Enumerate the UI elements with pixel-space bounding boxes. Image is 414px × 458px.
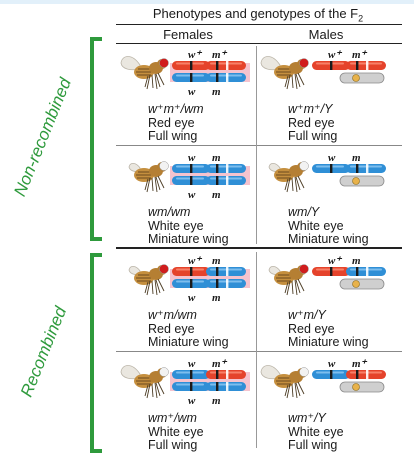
- non-recombined-bracket: [90, 37, 102, 241]
- males-column-header: Males: [308, 27, 344, 42]
- svg-text:w: w: [188, 86, 196, 98]
- eye-phenotype: White eye: [148, 424, 204, 439]
- svg-text:w: w: [328, 152, 336, 164]
- chromosome-diagram: w m w m: [170, 152, 250, 201]
- svg-text:m: m: [352, 152, 361, 164]
- chromosome-diagram: w⁺ m⁺: [312, 49, 386, 84]
- svg-text:w⁺: w⁺: [328, 49, 342, 61]
- fruit-fly-icon: [260, 56, 309, 90]
- fruit-fly-icon: [128, 264, 169, 296]
- column-divider: [256, 46, 257, 244]
- svg-text:m⁺: m⁺: [352, 358, 368, 370]
- svg-text:w: w: [328, 358, 336, 370]
- svg-text:w: w: [188, 395, 196, 407]
- svg-text:w⁺: w⁺: [188, 255, 202, 267]
- genotype-label: wm⁺/Y: [288, 411, 326, 425]
- fruit-fly-icon: [120, 56, 169, 90]
- svg-text:m⁺: m⁺: [212, 49, 228, 61]
- svg-text:w: w: [188, 358, 196, 370]
- wing-phenotype: Miniature wing: [288, 232, 369, 246]
- female-cell-row-1: w⁺ m⁺ w m w⁺m⁺/wm Red eye Full wing: [118, 47, 258, 147]
- svg-text:w: w: [188, 189, 196, 201]
- fruit-fly-icon: [120, 365, 169, 399]
- female-cell-row-2: w m w m wm/wm White eye Miniature wing: [118, 150, 258, 250]
- phenotype-text: w⁺m/wm Red eye Miniature wing: [148, 308, 229, 350]
- eye-phenotype: Red eye: [148, 321, 195, 336]
- svg-text:m: m: [212, 86, 221, 98]
- svg-text:w: w: [188, 152, 196, 164]
- wing-phenotype: Miniature wing: [288, 335, 369, 349]
- genotype-label: w⁺m/Y: [288, 308, 326, 322]
- title-rule: [116, 24, 402, 25]
- svg-text:m: m: [212, 152, 221, 164]
- wing-phenotype: Full wing: [288, 438, 338, 452]
- female-cell-row-3: w⁺ m w m w⁺m/wm Red eye Miniature wing: [118, 253, 258, 353]
- svg-text:m: m: [212, 395, 221, 407]
- header-rule: [116, 43, 402, 44]
- fruit-fly-icon: [268, 264, 309, 296]
- eye-phenotype: White eye: [288, 218, 344, 233]
- column-divider: [256, 252, 257, 448]
- svg-text:m: m: [212, 292, 221, 304]
- wing-phenotype: Full wing: [288, 129, 338, 143]
- chromosome-diagram: w⁺ m w m: [170, 255, 250, 304]
- eye-phenotype: White eye: [148, 218, 204, 233]
- wing-phenotype: Miniature wing: [148, 335, 229, 349]
- genotype-label: w⁺m⁺/Y: [288, 102, 333, 116]
- wing-phenotype: Full wing: [148, 129, 198, 143]
- male-cell-row-3: w⁺ m w⁺m/Y Red eye Miniature wing: [258, 253, 398, 353]
- wing-phenotype: Full wing: [148, 438, 198, 452]
- chromosome-diagram: w⁺ m⁺ w m: [170, 49, 250, 98]
- fruit-fly-icon: [260, 365, 309, 399]
- svg-text:m: m: [352, 255, 361, 267]
- svg-text:m: m: [212, 189, 221, 201]
- eye-phenotype: Red eye: [288, 115, 335, 130]
- row-divider: [116, 351, 402, 352]
- fruit-fly-icon: [128, 161, 169, 193]
- female-cell-row-4: w m⁺ w m wm⁺/wm White eye Full wing: [118, 356, 258, 456]
- svg-text:w⁺: w⁺: [328, 255, 342, 267]
- phenotype-text: w⁺m⁺/wm Red eye Full wing: [148, 102, 204, 144]
- genotype-label: w⁺m⁺/wm: [148, 102, 204, 116]
- phenotype-text: w⁺m⁺/Y Red eye Full wing: [288, 102, 338, 144]
- figure-title: Phenotypes and genotypes of the F2: [152, 6, 364, 24]
- svg-text:m⁺: m⁺: [212, 358, 228, 370]
- chromosome-diagram: w⁺ m: [312, 255, 386, 290]
- top-accent-bar: [0, 0, 414, 4]
- svg-text:m⁺: m⁺: [352, 49, 368, 61]
- genotype-label: w⁺m/wm: [148, 308, 197, 322]
- eye-phenotype: Red eye: [288, 321, 335, 336]
- phenotype-text: wm/Y White eye Miniature wing: [288, 205, 369, 247]
- recombined-bracket: [90, 253, 102, 453]
- phenotype-text: w⁺m/Y Red eye Miniature wing: [288, 308, 369, 350]
- chromosome-diagram: w m⁺ w m: [170, 358, 250, 407]
- females-column-header: Females: [163, 27, 213, 42]
- group-divider: [116, 247, 402, 249]
- genotype-label: wm/wm: [148, 205, 191, 219]
- eye-phenotype: Red eye: [148, 115, 195, 130]
- phenotype-text: wm⁺/Y White eye Full wing: [288, 411, 344, 453]
- chromosome-diagram: w m⁺: [312, 358, 386, 393]
- male-cell-row-1: w⁺ m⁺ w⁺m⁺/Y Red eye Full wing: [258, 47, 398, 147]
- male-cell-row-4: w m⁺ wm⁺/Y White eye Full wing: [258, 356, 398, 456]
- row-divider: [116, 145, 402, 146]
- svg-text:w: w: [188, 292, 196, 304]
- genotype-label: wm/Y: [288, 205, 320, 219]
- wing-phenotype: Miniature wing: [148, 232, 229, 246]
- genotype-label: wm⁺/wm: [148, 411, 197, 425]
- svg-text:m: m: [212, 255, 221, 267]
- eye-phenotype: White eye: [288, 424, 344, 439]
- phenotype-text: wm/wm White eye Miniature wing: [148, 205, 229, 247]
- fruit-fly-icon: [268, 161, 309, 193]
- svg-text:w⁺: w⁺: [188, 49, 202, 61]
- phenotype-text: wm⁺/wm White eye Full wing: [148, 411, 204, 453]
